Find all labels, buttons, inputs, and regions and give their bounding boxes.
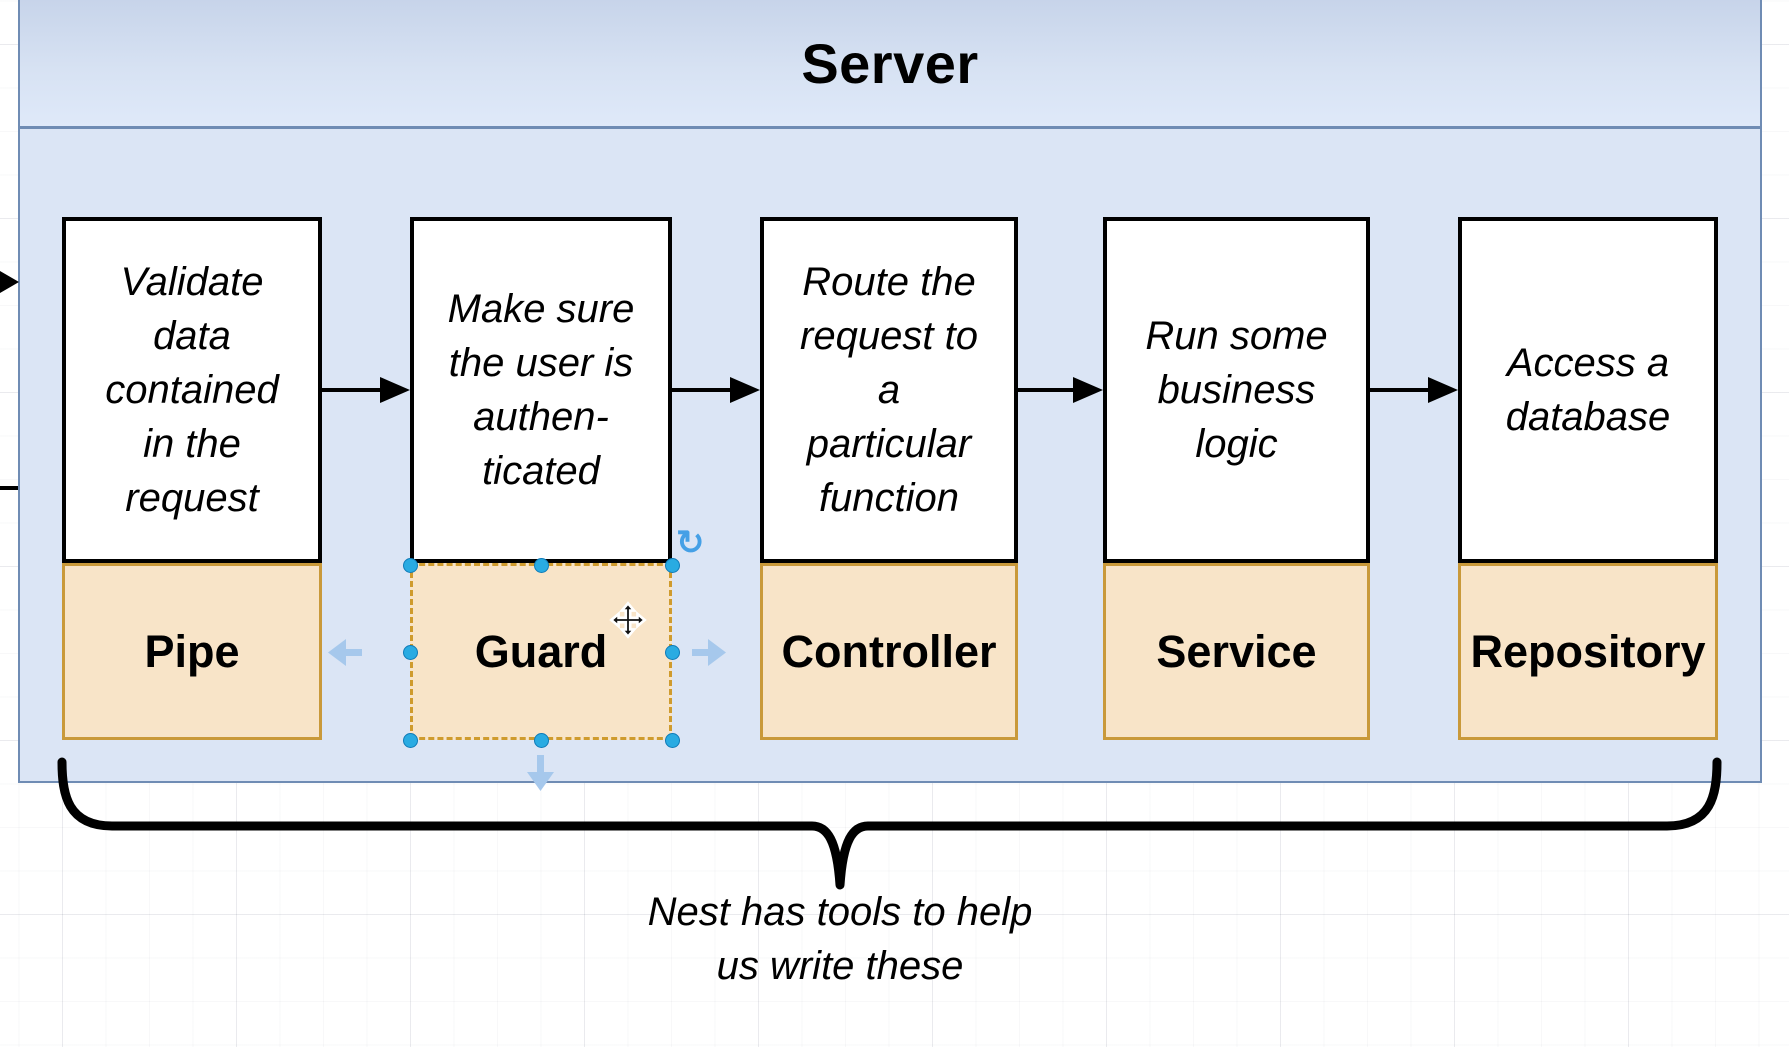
- server-title: Server: [801, 31, 979, 95]
- controller-stage-box[interactable]: Controller: [760, 563, 1018, 740]
- arrow-controller-to-service[interactable]: [1018, 377, 1103, 403]
- clone-right-arrow-icon[interactable]: [690, 639, 726, 666]
- arrow-service-to-repository[interactable]: [1370, 377, 1458, 403]
- incoming-arrow-fragment[interactable]: [0, 269, 20, 295]
- arrow-pipe-to-guard[interactable]: [322, 377, 410, 403]
- curly-brace[interactable]: [50, 745, 1740, 905]
- selection-handle-w[interactable]: [402, 644, 418, 660]
- pipe-description-text: Validate data contained in the request: [105, 260, 279, 520]
- repository-description-box[interactable]: Access a database: [1458, 217, 1718, 563]
- pipe-label: Pipe: [144, 625, 240, 677]
- service-description-box[interactable]: Run some business logic: [1103, 217, 1370, 563]
- guard-description-box[interactable]: Make sure the user is authen- ticated: [410, 217, 672, 563]
- selection-handle-s[interactable]: [533, 732, 549, 748]
- clone-left-arrow-icon[interactable]: [328, 639, 364, 666]
- selection-handle-sw[interactable]: [402, 732, 418, 748]
- controller-description-text: Route the request to a particular functi…: [800, 260, 978, 520]
- arrow-guard-to-controller[interactable]: [672, 377, 760, 403]
- clone-down-arrow-icon[interactable]: [527, 753, 554, 791]
- service-label: Service: [1156, 625, 1317, 677]
- controller-label: Controller: [781, 625, 997, 677]
- service-stage-box[interactable]: Service: [1103, 563, 1370, 740]
- pipe-description-box[interactable]: Validate data contained in the request: [62, 217, 322, 563]
- pipe-stage-box[interactable]: Pipe: [62, 563, 322, 740]
- guard-description-text: Make sure the user is authen- ticated: [447, 287, 635, 493]
- selection-handle-n[interactable]: [533, 557, 549, 573]
- controller-description-box[interactable]: Route the request to a particular functi…: [760, 217, 1018, 563]
- move-cursor-icon: [608, 600, 648, 645]
- server-container-header: Server: [20, 0, 1760, 129]
- annotation-text[interactable]: Nest has tools to help us write these: [647, 890, 1033, 988]
- repository-description-text: Access a database: [1505, 341, 1671, 439]
- service-description-text: Run some business logic: [1145, 314, 1328, 466]
- selection-handle-e[interactable]: [664, 644, 680, 660]
- guard-label: Guard: [474, 625, 608, 677]
- rotate-icon[interactable]: ↻: [676, 524, 705, 562]
- repository-stage-box[interactable]: Repository: [1458, 563, 1718, 740]
- repository-label: Repository: [1470, 625, 1706, 677]
- selection-handle-ne[interactable]: [664, 557, 680, 573]
- guard-stage-box[interactable]: Guard: [410, 563, 672, 740]
- edge-line-fragment: [0, 486, 18, 490]
- selection-handle-nw[interactable]: [402, 557, 418, 573]
- selection-handle-se[interactable]: [664, 732, 680, 748]
